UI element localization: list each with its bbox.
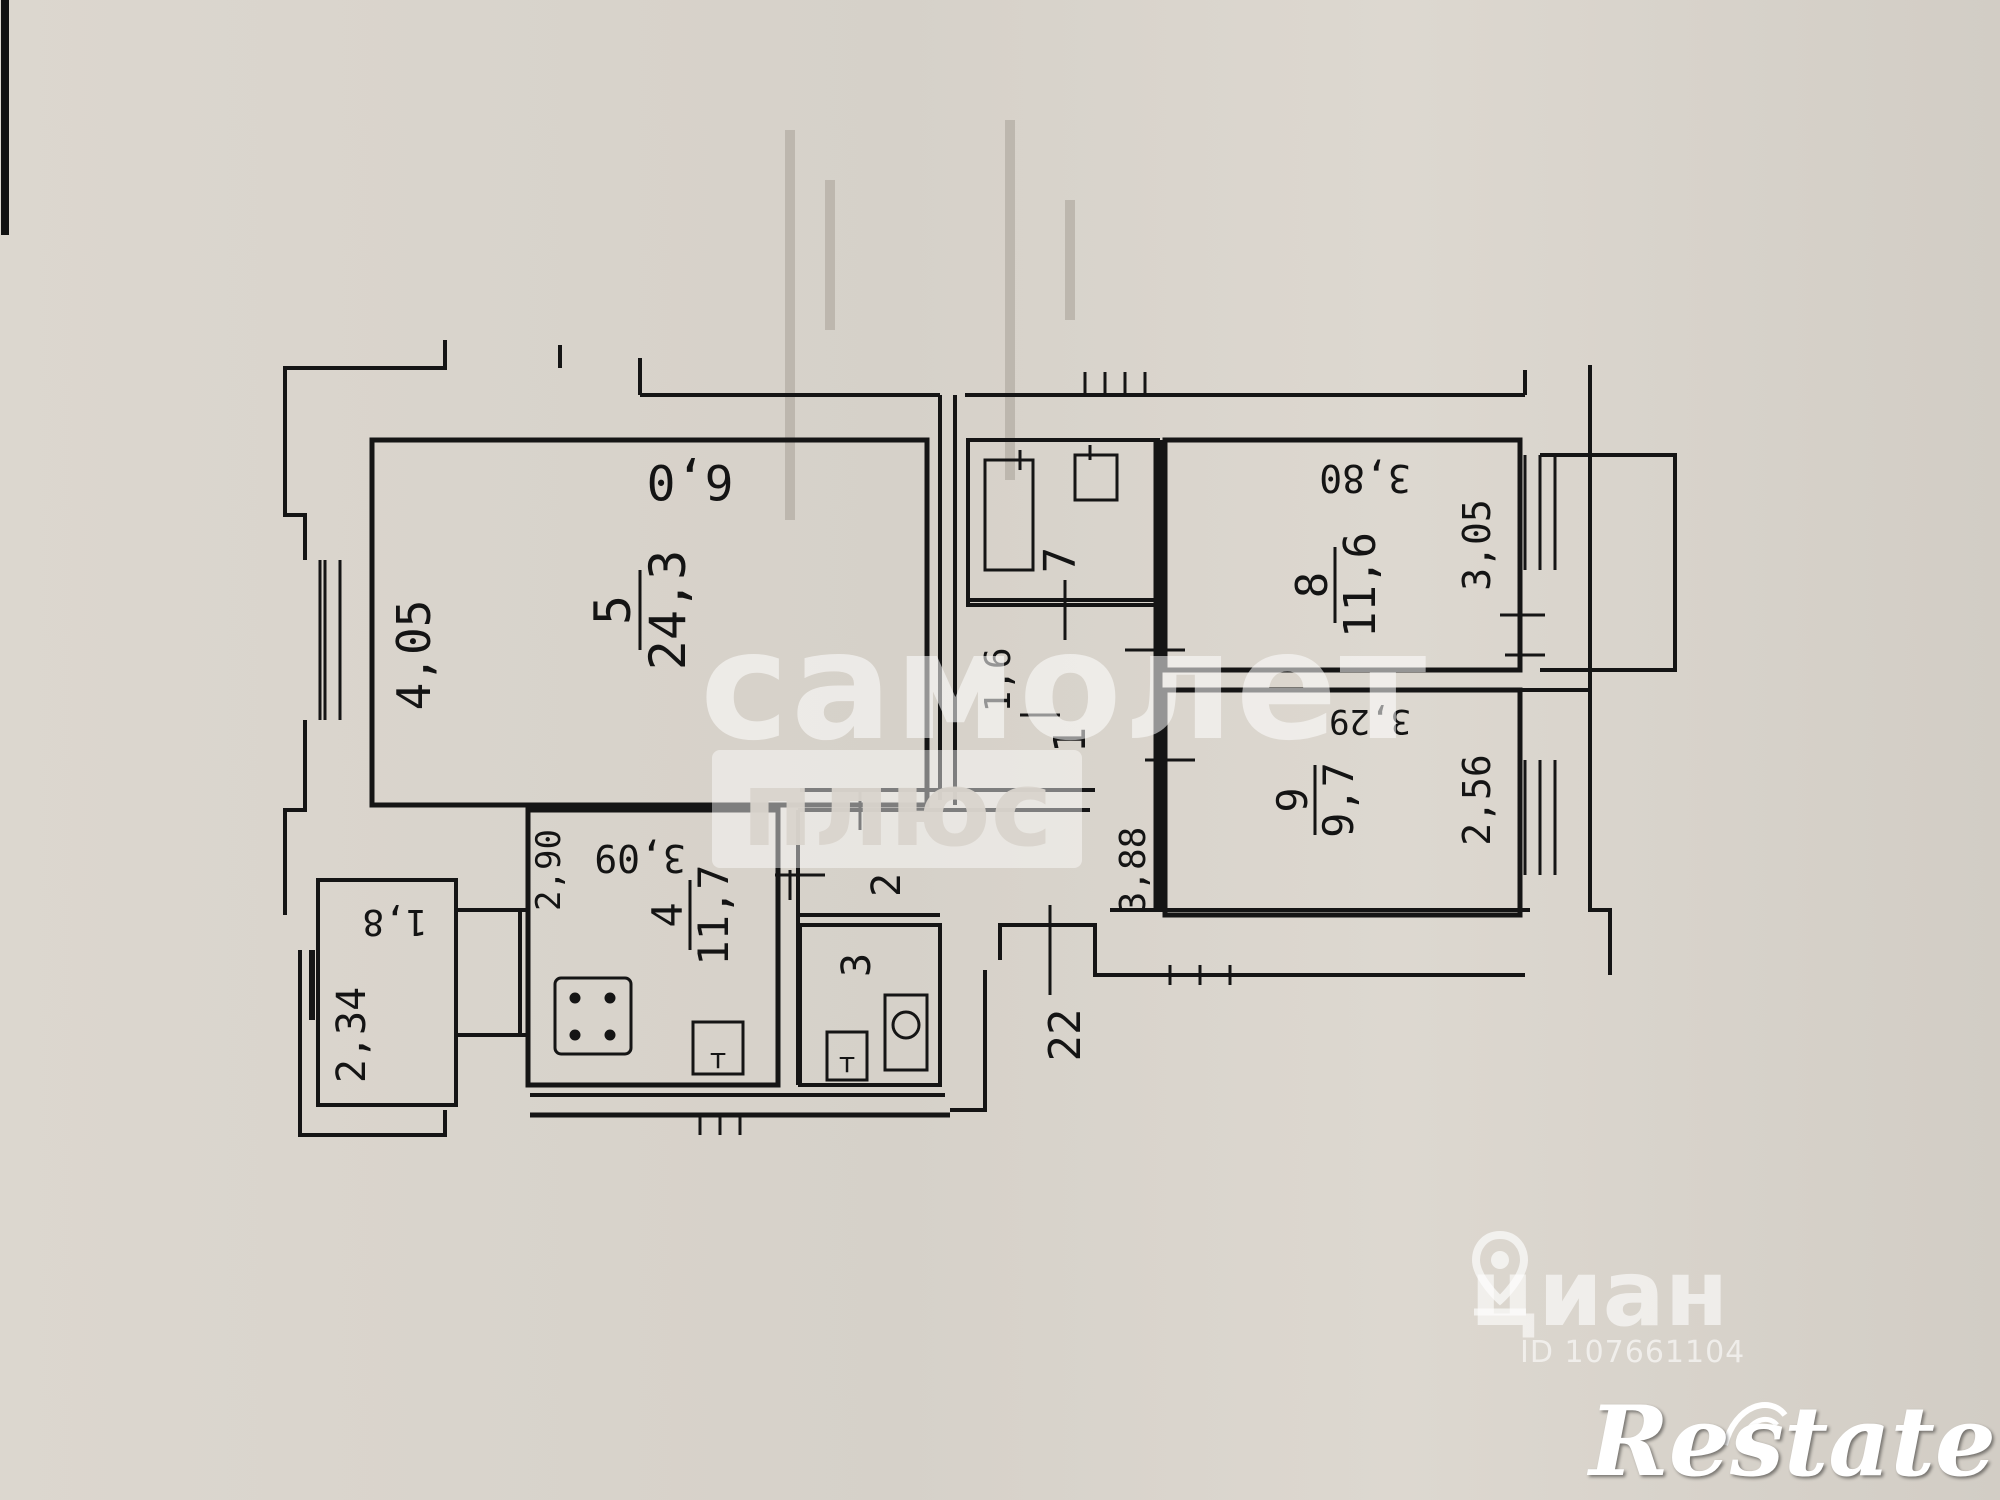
- balcony-area: 1,8: [362, 901, 427, 942]
- toilet-icon: [825, 1030, 869, 1082]
- restate-logo-icon: [1722, 1402, 1788, 1448]
- restate-logo: Restate: [1589, 1385, 1996, 1498]
- room-7-number: 7: [1035, 547, 1086, 574]
- room-8-number: 8: [1287, 572, 1338, 599]
- room-9-height: 2,56: [1455, 754, 1499, 846]
- room-8-width: 3,80: [1319, 456, 1411, 500]
- plus-watermark: плюс: [712, 750, 1082, 868]
- room-5-height: 4,05: [387, 600, 441, 711]
- svg-text:т: т: [710, 1042, 726, 1075]
- cian-listing-id: ID 107661104: [1520, 1335, 1746, 1370]
- room-5-width: 6,0: [647, 453, 734, 509]
- balcony-height: 2,34: [329, 987, 375, 1083]
- room-5-label: 5 24,3: [584, 550, 697, 670]
- room-4-area: 11,7: [689, 864, 738, 965]
- room-4-height: 2,90: [529, 829, 569, 911]
- room-9-number: 9: [1268, 787, 1317, 812]
- room-6-dimension: 1,6: [978, 647, 1019, 712]
- kitchen-sink-icon: [691, 1020, 745, 1076]
- room-3-number: 3: [834, 953, 880, 977]
- stove-icon: [553, 976, 633, 1056]
- room-9-area: 9,7: [1314, 762, 1363, 838]
- room-8-area: 11,6: [1335, 532, 1386, 638]
- faint-background-marks: [785, 120, 1075, 520]
- sink-icon: [1073, 453, 1119, 502]
- corridor-length: 3,88: [1113, 827, 1154, 914]
- apartment-number: 22: [1040, 1009, 1091, 1062]
- samolet-watermark: самолет: [700, 600, 1429, 774]
- room-5-area: 24,3: [639, 550, 697, 670]
- room-5-number: 5: [584, 595, 642, 625]
- room-2-number: 2: [864, 873, 910, 897]
- cian-watermark: циан: [1470, 1240, 1729, 1347]
- walls: [283, 340, 1677, 1137]
- fixtures: т т: [553, 445, 1119, 1082]
- room-9-label: 9 9,7: [1268, 762, 1363, 838]
- room-1-number: 1: [1045, 727, 1096, 754]
- room-8-height: 3,05: [1455, 499, 1499, 591]
- room-9-width: 3,29: [1329, 701, 1411, 741]
- room-8-label: 8 11,6: [1287, 532, 1386, 638]
- windows: [309, 372, 1557, 1135]
- door-marks: [775, 580, 1545, 995]
- room-4-label: 4 11,7: [643, 864, 738, 965]
- room-4-number: 4: [643, 902, 692, 927]
- location-pin-icon: [1471, 1230, 1529, 1316]
- washbasin-icon: [883, 993, 929, 1072]
- bathtub-icon: [983, 458, 1035, 572]
- room-4-width: 3,09: [594, 836, 686, 880]
- svg-text:т: т: [839, 1046, 855, 1079]
